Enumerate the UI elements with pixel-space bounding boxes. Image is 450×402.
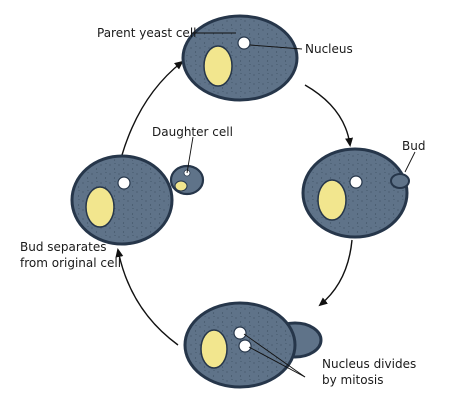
vacuole [317, 179, 347, 221]
arrow-right-to-bottom [318, 239, 353, 307]
nucleus-2 [238, 339, 252, 353]
nucleus-1 [233, 326, 247, 340]
dividing-cell [183, 301, 323, 389]
label-parent-yeast-cell: Parent yeast cell [97, 26, 197, 40]
label-nucleus-divides-line1: Nucleus divides [322, 357, 416, 371]
bud-shape [390, 173, 410, 189]
vacuole [203, 45, 233, 87]
label-bud-separates-line1: Bud separates [20, 240, 107, 254]
cell-with-bud [301, 147, 410, 239]
cycle-arrows [115, 60, 354, 346]
label-bud-separates-line2: from original cell [20, 256, 121, 270]
label-nucleus: Nucleus [305, 42, 353, 56]
arrow-left-to-top [121, 60, 184, 156]
nucleus [117, 176, 131, 190]
nucleus [349, 175, 363, 189]
daughter-vacuole [174, 180, 188, 192]
leader-lines [186, 32, 416, 378]
nucleus [237, 36, 251, 50]
parent-yeast-cell [181, 14, 299, 102]
label-daughter-cell: Daughter cell [152, 125, 233, 139]
arrow-top-to-right [304, 84, 354, 147]
vacuole [200, 329, 228, 369]
leader-divides-2 [248, 346, 306, 378]
vacuole [85, 186, 115, 228]
label-bud: Bud [402, 139, 425, 153]
arrow-bottom-to-left [115, 248, 179, 346]
leader-bud [404, 151, 416, 173]
leader-daughter [186, 136, 194, 174]
separating-cells [70, 154, 205, 246]
leader-nucleus [249, 44, 303, 50]
leader-divides-1 [243, 333, 306, 378]
label-nucleus-divides-line2: by mitosis [322, 373, 383, 387]
